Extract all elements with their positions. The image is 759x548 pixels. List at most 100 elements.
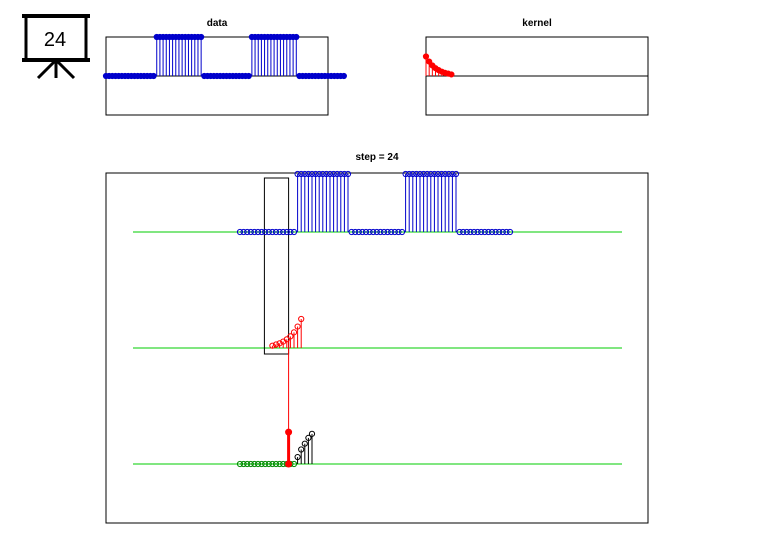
row-0-marker xyxy=(366,228,373,236)
projector-screen-icon: 24 xyxy=(22,14,90,80)
row-2-marker xyxy=(254,460,262,468)
row-0-marker xyxy=(391,228,398,236)
current-output-marker xyxy=(285,428,293,436)
step-badge-text: 24 xyxy=(44,29,66,51)
current-output-base-marker xyxy=(285,460,293,468)
row-0-marker xyxy=(474,228,481,236)
row-0-marker xyxy=(330,170,337,178)
row-0-marker xyxy=(359,228,366,236)
row-1-marker xyxy=(294,323,301,330)
row-0-marker xyxy=(344,170,352,178)
data-marker xyxy=(293,33,300,41)
row-1-marker xyxy=(290,329,298,336)
kernel-marker xyxy=(426,58,433,65)
row-0-marker xyxy=(355,228,362,236)
row-0-marker xyxy=(431,170,438,178)
row-0-marker xyxy=(449,170,456,178)
row-2-marker xyxy=(251,460,258,468)
row-0-marker xyxy=(348,228,355,236)
row-0-marker xyxy=(254,228,262,236)
row-0-marker xyxy=(298,170,305,178)
row-2-marker xyxy=(298,446,305,453)
convolution-plot-title: step = 24 xyxy=(355,152,399,163)
row-0-marker xyxy=(434,170,442,178)
row-0-marker xyxy=(308,170,316,178)
row-0-marker xyxy=(470,228,478,236)
row-2-marker xyxy=(236,460,244,468)
row-0-marker xyxy=(247,228,254,236)
row-0-marker xyxy=(290,228,298,236)
data-plot: data xyxy=(102,18,347,116)
row-0-marker xyxy=(236,228,244,236)
row-0-marker xyxy=(323,170,330,178)
row-1-marker xyxy=(276,340,283,347)
row-0-marker xyxy=(492,228,499,236)
row-2-marker xyxy=(294,453,301,461)
row-0-marker xyxy=(388,228,395,236)
row-2-marker xyxy=(262,460,269,468)
row-0-marker xyxy=(287,228,294,236)
data-marker xyxy=(150,72,157,80)
row-2-marker xyxy=(258,460,265,468)
row-2-marker xyxy=(305,434,312,441)
data-stems xyxy=(102,33,347,80)
row-0-marker xyxy=(384,228,391,236)
row-0-marker xyxy=(326,170,334,178)
row-0-marker xyxy=(244,228,251,236)
row-2-marker xyxy=(244,460,251,468)
row-0-marker xyxy=(377,228,384,236)
row-2-marker xyxy=(308,430,316,437)
row-0-marker xyxy=(481,228,488,236)
row-0-marker xyxy=(496,228,503,236)
row-0-marker xyxy=(269,228,276,236)
row-2-marker xyxy=(269,460,276,468)
row-0-marker xyxy=(409,170,416,178)
row-0-marker xyxy=(265,228,272,236)
row-0-marker xyxy=(506,228,514,236)
row-0-marker xyxy=(334,170,341,178)
row-0-marker xyxy=(316,170,323,178)
row-0-marker xyxy=(380,228,388,236)
row-0-marker xyxy=(280,228,287,236)
row-0-marker xyxy=(240,228,247,236)
row-0-marker xyxy=(438,170,445,178)
row-0-marker xyxy=(478,228,485,236)
row-0-marker xyxy=(258,228,265,236)
convolution-stems xyxy=(236,170,514,468)
row-2-marker xyxy=(240,460,247,468)
row-0-marker xyxy=(370,228,377,236)
row-0-marker xyxy=(373,228,380,236)
convolution-plot: step = 24 xyxy=(105,152,649,524)
row-0-marker xyxy=(485,228,492,236)
row-0-marker xyxy=(424,170,431,178)
row-0-marker xyxy=(294,170,301,178)
row-0-marker xyxy=(420,170,427,178)
row-0-marker xyxy=(463,228,470,236)
row-0-marker xyxy=(312,170,319,178)
row-0-marker xyxy=(467,228,474,236)
row-0-marker xyxy=(305,170,312,178)
row-0-marker xyxy=(456,228,463,236)
row-1-marker xyxy=(298,315,305,323)
data-marker xyxy=(245,72,252,80)
row-0-marker xyxy=(337,170,344,178)
row-1-marker xyxy=(269,342,276,349)
convolution-baselines xyxy=(133,231,622,465)
data-marker xyxy=(198,33,205,41)
row-0-marker xyxy=(452,170,460,178)
row-0-marker xyxy=(251,228,258,236)
row-1-marker xyxy=(287,333,294,340)
kernel-window xyxy=(263,177,290,355)
row-0-marker xyxy=(416,170,424,178)
data-plot-title: data xyxy=(207,18,228,29)
data-marker xyxy=(340,72,347,80)
row-0-marker xyxy=(272,228,280,236)
row-2-marker xyxy=(265,460,272,468)
row-2-marker xyxy=(247,460,254,468)
row-0-marker xyxy=(406,170,413,178)
row-0-marker xyxy=(262,228,269,236)
row-0-marker xyxy=(445,170,452,178)
row-0-marker xyxy=(427,170,434,178)
row-0-marker xyxy=(352,228,359,236)
